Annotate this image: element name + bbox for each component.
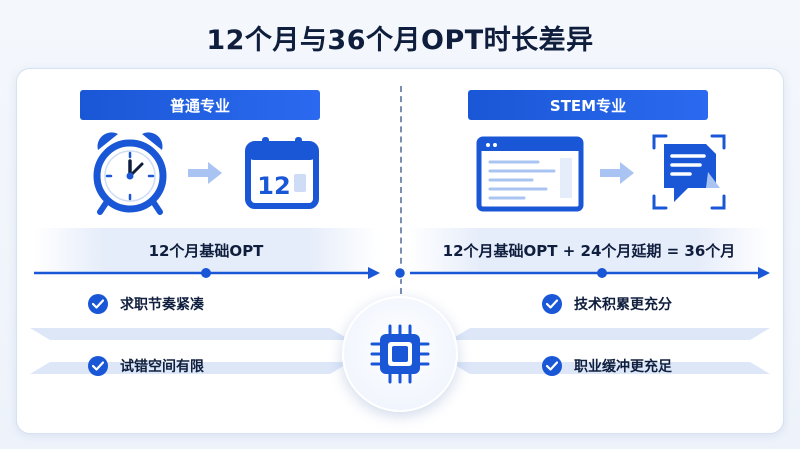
bullet-label: 职业缓冲更充足 (574, 359, 672, 375)
bullet-regular-1: 求职节奏紧凑 (88, 294, 204, 314)
band-regular-opt: 12个月基础OPT (34, 228, 378, 272)
timeline-right (410, 267, 770, 279)
check-icon (542, 356, 562, 376)
calendar-number: 12 (257, 172, 290, 200)
bullet-label: 试错空间有限 (120, 359, 204, 375)
bullet-label: 技术积累更充分 (574, 297, 672, 313)
banner-stem-major: STEM专业 (468, 90, 708, 120)
bullet-stem-1: 技术积累更充分 (542, 294, 672, 314)
bullet-regular-2: 试错空间有限 (88, 356, 204, 376)
bullet-label: 求职节奏紧凑 (120, 297, 204, 313)
banner-regular-major: 普通专业 (80, 90, 320, 120)
alarm-clock-icon (93, 132, 167, 215)
center-divider (400, 86, 402, 294)
wing-decoration-right (450, 328, 770, 374)
timeline-left (34, 267, 380, 279)
calendar-icon: 12 (245, 137, 319, 209)
page-title: 12个月与36个月OPT时长差异 (206, 25, 594, 56)
chip-icon (370, 324, 430, 384)
flow-arrow-left (188, 162, 222, 184)
document-icon (652, 134, 726, 210)
check-icon (88, 356, 108, 376)
browser-window-icon (476, 136, 584, 212)
bullet-stem-2: 职业缓冲更充足 (542, 356, 672, 376)
check-icon (542, 294, 562, 314)
flow-arrow-right (600, 162, 634, 184)
band-stem-opt: 12个月基础OPT + 24个月延期 = 36个月 (408, 228, 770, 272)
check-icon (88, 294, 108, 314)
wing-decoration-left (30, 328, 350, 374)
timeline-center-node (393, 266, 407, 280)
